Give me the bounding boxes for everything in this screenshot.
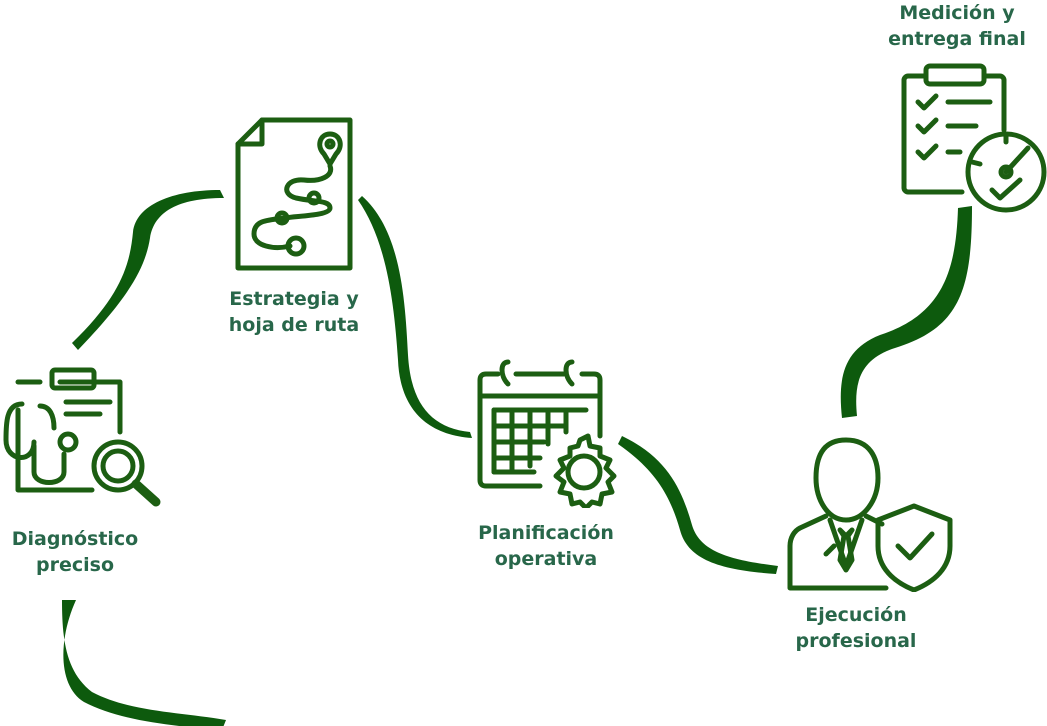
step-label-line: Medición y	[899, 2, 1015, 24]
step-label-planificacion: Planificación operativa	[466, 520, 626, 572]
step-label-line: profesional	[795, 630, 917, 652]
connector-diagnostico-to-estrategia	[72, 190, 224, 350]
step-label-line: preciso	[36, 554, 114, 576]
professional-shield-check-icon	[787, 437, 953, 592]
clipboard-checklist-gauge-icon	[901, 63, 1047, 213]
step-label-line: Ejecución	[805, 604, 907, 626]
clipboard-stethoscope-magnifier-icon	[3, 367, 161, 507]
step-label-line: entrega final	[888, 28, 1026, 50]
calendar-gear-icon	[477, 359, 617, 508]
connector-estrategia-to-planificacion	[358, 196, 472, 438]
step-label-line: Planificación	[478, 522, 614, 544]
connector-diagnostico-to-next	[62, 600, 226, 726]
step-label-line: Diagnóstico	[11, 528, 139, 550]
step-label-diagnostico: Diagnóstico preciso	[0, 526, 150, 578]
step-label-line: operativa	[494, 548, 598, 570]
connector-planificacion-to-ejecucion	[618, 436, 778, 574]
document-route-map-icon	[235, 117, 353, 271]
step-label-medicion: Medición y entrega final	[872, 0, 1042, 52]
step-label-estrategia: Estrategia y hoja de ruta	[214, 286, 374, 338]
connector-ejecucion-to-medicion	[840, 206, 972, 418]
step-label-ejecucion: Ejecución profesional	[776, 602, 936, 654]
step-label-line: hoja de ruta	[228, 314, 360, 336]
step-label-line: Estrategia y	[229, 288, 359, 310]
